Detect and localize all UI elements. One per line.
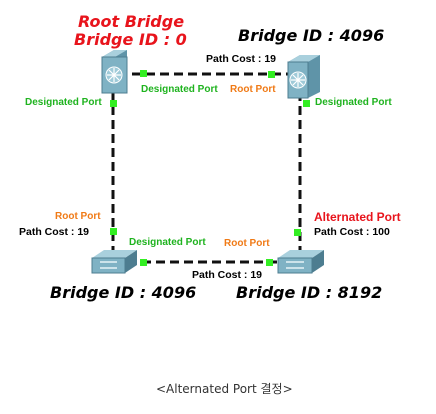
port-dot-bottomleft-east xyxy=(140,259,147,266)
port-dot-topright-west xyxy=(268,71,275,78)
path-cost-left: Path Cost : 19 xyxy=(19,226,90,238)
root-port-bottomleft-label: Root Port xyxy=(55,211,101,222)
alternated-port-label: Alternated Port xyxy=(314,210,401,224)
root-bridge-id: Bridge ID : 0 xyxy=(74,30,187,49)
port-dot-root-south xyxy=(110,100,117,107)
designated-port-topright-south-label: Designated Port xyxy=(315,97,392,108)
port-dot-bottomright-west xyxy=(266,259,273,266)
port-dot-topright-south xyxy=(303,100,310,107)
path-cost-top: Path Cost : 19 xyxy=(206,53,277,65)
path-cost-right: Path Cost : 100 xyxy=(314,226,390,238)
switch-bottom-right-icon[interactable] xyxy=(277,250,324,274)
switch-bottom-left-icon[interactable] xyxy=(91,250,137,274)
port-dot-bottomleft-north xyxy=(110,228,117,235)
root-port-bottomright-label: Root Port xyxy=(224,238,270,249)
figure-caption: <Alternated Port 결정> xyxy=(156,382,293,396)
port-dots xyxy=(110,70,310,266)
root-bridge-title: Root Bridge xyxy=(78,12,185,31)
path-cost-bottom: Path Cost : 19 xyxy=(192,269,263,281)
designated-port-bottomleft-east-label: Designated Port xyxy=(129,237,206,248)
switch-top-right-icon[interactable] xyxy=(287,55,320,99)
designated-port-root-south-label: Designated Port xyxy=(25,97,102,108)
switch-root-bridge-icon[interactable] xyxy=(101,50,128,94)
port-dot-root-east xyxy=(140,70,147,77)
root-port-topright-label: Root Port xyxy=(230,84,276,95)
port-dot-bottomright-north xyxy=(294,229,301,236)
bottom-left-bridge-id: Bridge ID : 4096 xyxy=(50,283,197,302)
bottom-right-bridge-id: Bridge ID : 8192 xyxy=(236,283,383,302)
links xyxy=(111,72,302,264)
top-right-bridge-id: Bridge ID : 4096 xyxy=(238,26,385,45)
designated-port-root-east-label: Designated Port xyxy=(141,84,218,95)
